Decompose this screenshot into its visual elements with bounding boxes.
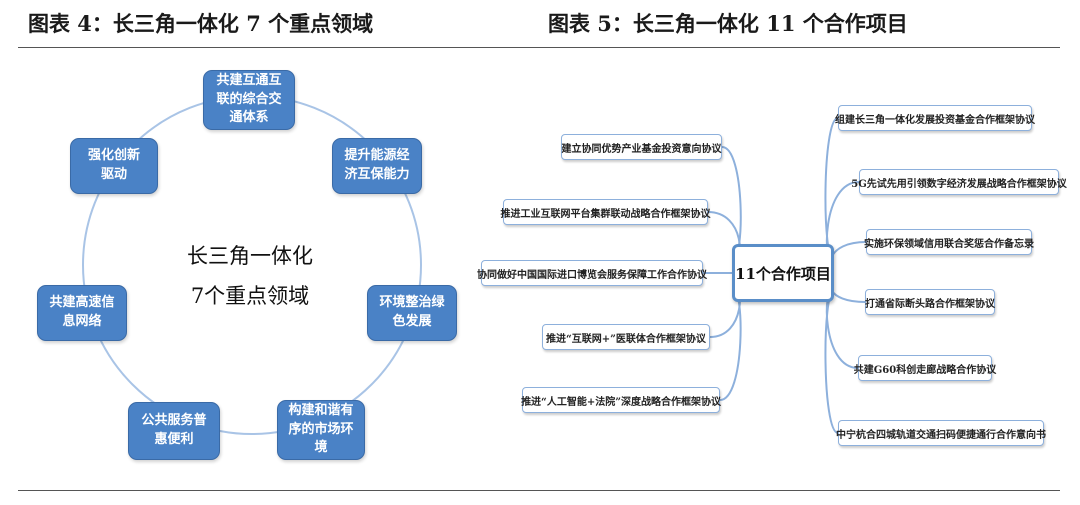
area-line: 提升能源经 (344, 148, 410, 164)
area-line: 联的综合交 (216, 91, 282, 107)
area-line: 环境整治绿 (379, 295, 445, 311)
connector-left-5 (719, 285, 742, 401)
project-right-6: 中宁杭合四城轨道交通扫码便捷通行合作意向书 (836, 420, 1046, 446)
area-line: 境 (314, 440, 328, 456)
top-rule (18, 47, 1060, 48)
area-line: 公共服务普 (141, 413, 207, 429)
area-node-environment: 环境整治绿 色发展 (367, 285, 457, 341)
figure-4-title: 图表 4：长三角一体化 7 个重点领域 (28, 11, 374, 36)
area-line: 息网络 (62, 314, 102, 329)
area-line: 共建互通互 (216, 72, 282, 88)
area-line: 序的市场环 (288, 421, 354, 437)
area-node-innovation: 强化创新 驱动 (70, 138, 158, 194)
project-right-5: 共建G60科创走廊战略合作协议 (854, 355, 996, 381)
connector-right-6 (824, 289, 839, 434)
project-left-5: 推进“人工智能+法院”深度战略合作框架协议 (521, 387, 721, 413)
area-node-public-service: 公共服务普 惠便利 (128, 402, 220, 460)
center-line-2: 7个重点领域 (190, 284, 310, 308)
connector-right-3 (828, 241, 867, 271)
area-line: 色发展 (392, 314, 432, 329)
project-right-2: 5G先试先用引领数字经济发展战略合作框架协议 (851, 169, 1067, 195)
area-node-energy: 提升能源经 济互保能力 (332, 138, 422, 194)
area-node-market: 构建和谐有 序的市场环 境 (277, 400, 365, 460)
bottom-rule (18, 490, 1060, 491)
center-line-1: 长三角一体化 (187, 244, 313, 268)
project-right-4: 打通省际断头路合作框架协议 (865, 289, 995, 315)
connector-right-4 (828, 279, 866, 303)
project-left-1: 建立协同优势产业基金投资意向协议 (561, 134, 722, 160)
area-line: 共建高速信 (49, 295, 115, 311)
area-line: 济互保能力 (344, 167, 410, 182)
area-line: 构建和谐有 (288, 402, 354, 418)
area-line: 通体系 (229, 110, 269, 126)
project-left-4: 推进“互联网+”医联体合作框架协议 (542, 324, 710, 350)
project-right-1: 组建长三角一体化发展投资基金合作框架协议 (835, 105, 1035, 131)
diagram-center-label: 长三角一体化 7个重点领域 (150, 236, 350, 316)
project-left-2: 推进工业互联网平台集群联动战略合作框架协议 (501, 199, 711, 225)
area-line: 驱动 (100, 167, 127, 182)
area-node-transport: 共建互通互 联的综合交 通体系 (203, 70, 295, 130)
project-left-3: 协同做好中国国际进口博览会服务保障工作合作协议 (477, 260, 707, 286)
area-line: 强化创新 (87, 148, 140, 164)
mindmap-hub: 11个合作项目 (732, 244, 834, 302)
area-node-network: 共建高速信 息网络 (37, 285, 127, 341)
figure-5-title: 图表 5：长三角一体化 11 个合作项目 (548, 11, 908, 36)
area-line: 惠便利 (154, 432, 194, 447)
project-right-3: 实施环保领域信用联合奖惩合作备忘录 (864, 229, 1034, 255)
